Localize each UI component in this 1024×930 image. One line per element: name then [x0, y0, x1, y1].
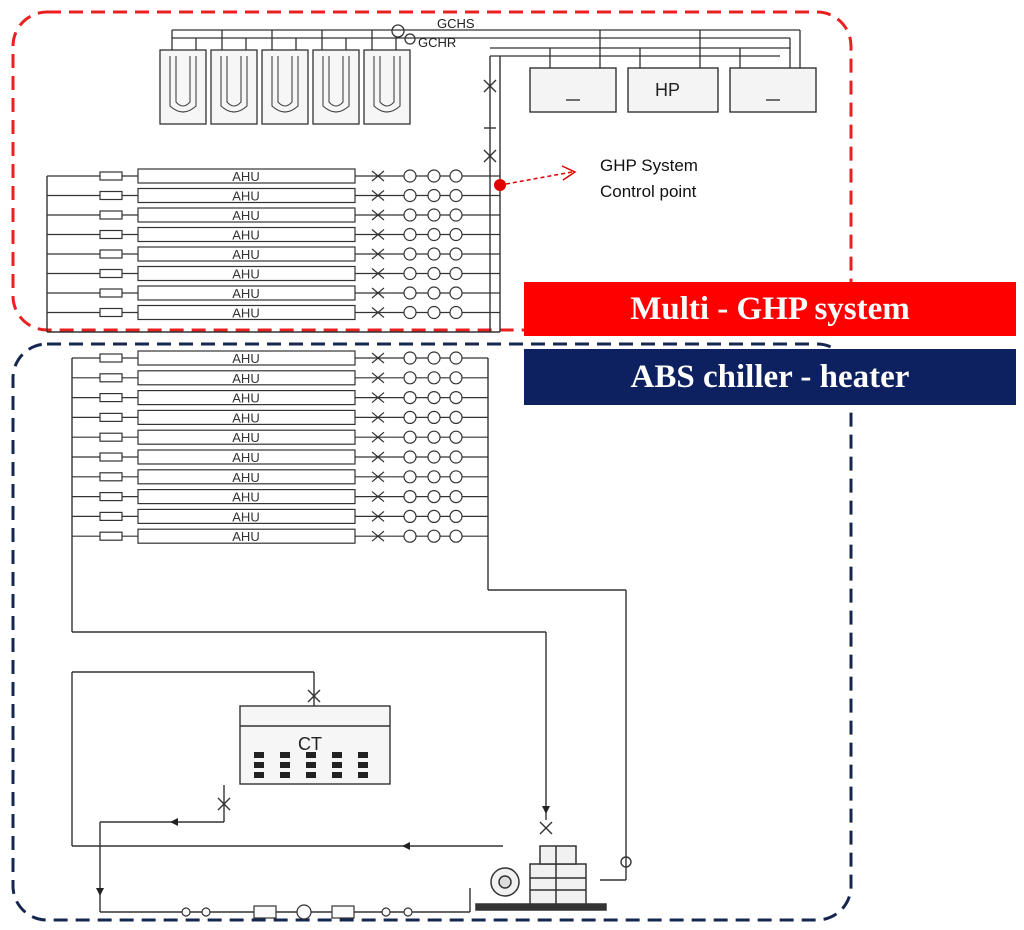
- heat-pump-unit-3: [729, 67, 817, 113]
- ahu-label: AHU: [232, 228, 259, 243]
- ahu-label: AHU: [232, 267, 259, 282]
- gchr-label: GCHR: [418, 35, 456, 50]
- control-point-line1: GHP System: [600, 156, 698, 175]
- abs-system-label: ABS chiller - heater: [524, 349, 1016, 405]
- ahu-label: AHU: [232, 371, 259, 386]
- ahu-label: AHU: [232, 306, 259, 321]
- ahu-row: [72, 409, 488, 425]
- ahu-label: AHU: [232, 410, 259, 425]
- ghp-ahu-group: AHU AHU AHU AHU AHU AHU AHU AHU: [47, 168, 500, 321]
- ahu-label: AHU: [232, 450, 259, 465]
- ahu-row: [72, 508, 488, 524]
- ghp-system-label: Multi - GHP system: [524, 282, 1016, 336]
- bottom-valve-train: [181, 904, 413, 920]
- ahu-row: [72, 390, 488, 406]
- ghp-return-bus: [46, 176, 500, 333]
- heat-pump-unit-1: [529, 67, 617, 113]
- ahu-row: [72, 350, 488, 366]
- ahu-row: [47, 285, 500, 301]
- control-point-marker: [494, 165, 577, 191]
- ahu-label: AHU: [232, 169, 259, 184]
- ahu-row: [47, 168, 500, 184]
- heat-pump-units: [529, 67, 817, 113]
- ahu-row: [47, 207, 500, 223]
- ahu-label: AHU: [232, 490, 259, 505]
- borehole-module: [312, 49, 360, 125]
- borehole-u-loops: [169, 56, 401, 113]
- abs-piping: [71, 358, 632, 913]
- borehole-module: [261, 49, 309, 125]
- ahu-row: [47, 265, 500, 282]
- abs-chiller-heater: [475, 845, 607, 911]
- ahu-label: AHU: [232, 391, 259, 406]
- abs-ahu-group: AHU AHU AHU AHU AHU AHU AHU AHU AHU AHU: [72, 350, 488, 544]
- borehole-module: [210, 49, 258, 125]
- ahu-label: AHU: [232, 529, 259, 544]
- ahu-label: AHU: [232, 470, 259, 485]
- heat-pump-unit-2: [627, 67, 719, 113]
- ahu-row: [72, 489, 488, 505]
- ahu-row: [72, 449, 488, 465]
- borehole-modules: [159, 49, 411, 125]
- control-point-line2: Control point: [600, 182, 697, 201]
- ahu-row: [47, 304, 500, 321]
- heat-pump-label: HP: [655, 80, 680, 100]
- ahu-row: [47, 226, 500, 243]
- ahu-label: AHU: [232, 509, 259, 524]
- ahu-label: AHU: [232, 189, 259, 204]
- ahu-label: AHU: [232, 286, 259, 301]
- ahu-label: AHU: [232, 247, 259, 262]
- ahu-row: [72, 528, 488, 544]
- abs-system-boundary: [11, 342, 853, 922]
- ghp-riser: [483, 56, 501, 332]
- ahu-row: [72, 370, 488, 386]
- borehole-module: [363, 49, 411, 125]
- ahu-row: [72, 429, 488, 445]
- ground-loop-headers: [171, 24, 801, 68]
- flow-arrows: [96, 806, 550, 896]
- ahu-label: AHU: [232, 208, 259, 223]
- gchs-label: GCHS: [437, 16, 475, 31]
- cooling-tower-label: CT: [298, 734, 322, 754]
- ahu-row: [47, 187, 500, 204]
- ahu-label: AHU: [232, 430, 259, 445]
- ghp-system-boundary: [11, 10, 853, 332]
- ahu-row: [47, 246, 500, 262]
- ahu-row: [72, 469, 488, 485]
- borehole-module: [159, 49, 207, 125]
- cooling-tower: [239, 705, 391, 785]
- ahu-label: AHU: [232, 351, 259, 366]
